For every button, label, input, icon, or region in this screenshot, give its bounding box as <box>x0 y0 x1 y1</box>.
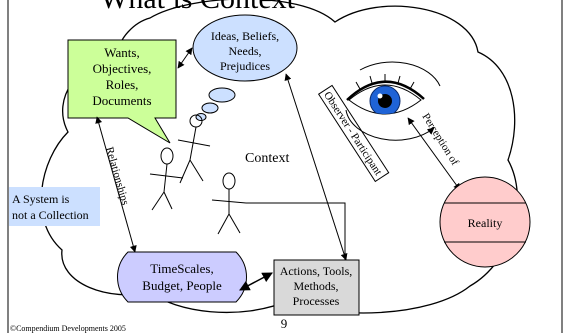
thought-bubble-large <box>208 87 236 103</box>
timescales-actions-arrow <box>239 272 273 291</box>
actions-line-2: Methods, <box>294 279 339 293</box>
page-number: 9 <box>281 316 288 331</box>
relationships-label: Relationships <box>103 146 131 207</box>
footer-copyright: ©Compendium Developments 2005 <box>10 324 126 333</box>
system-note-line-1: A System is <box>12 192 70 206</box>
wants-ideas-arrow <box>177 47 193 69</box>
stick-figure-1 <box>177 114 211 184</box>
timescales-line-1: TimeScales, <box>150 261 213 276</box>
wants-line-3: Roles, <box>106 77 139 92</box>
context-label: Context <box>245 151 289 166</box>
ideas-line-3: Prejudices <box>220 59 270 73</box>
wants-box <box>67 39 177 144</box>
slide-title: What is Context <box>100 0 296 15</box>
ideas-actions-arrow <box>284 73 348 261</box>
system-note-line-2: not a Collection <box>12 208 89 222</box>
timescales-box <box>117 251 247 303</box>
actions-line-3: Processes <box>293 294 340 308</box>
ideas-line-2: Needs, <box>229 44 262 58</box>
wants-line-2: Objectives, <box>93 61 152 76</box>
ideas-ellipse <box>192 14 298 82</box>
actions-box <box>273 259 360 316</box>
ideas-line-1: Ideas, Beliefs, <box>211 29 279 43</box>
actions-line-1: Actions, Tools, <box>280 264 353 278</box>
wants-line-1: Wants, <box>104 45 139 60</box>
eye-icon <box>346 74 425 115</box>
thought-bubble-medium <box>201 102 219 114</box>
stick-figure-3 <box>211 172 247 235</box>
timescales-line-2: Budget, People <box>142 278 222 293</box>
wants-line-4: Documents <box>92 93 151 108</box>
perception-arrow <box>407 117 461 191</box>
stick-figure-2 <box>149 147 184 211</box>
relationships-arrow <box>95 116 137 253</box>
perception-label: Perception of <box>419 111 461 168</box>
reality-circle <box>439 176 531 268</box>
reality-label: Reality <box>468 216 503 230</box>
system-note-box <box>9 187 100 226</box>
